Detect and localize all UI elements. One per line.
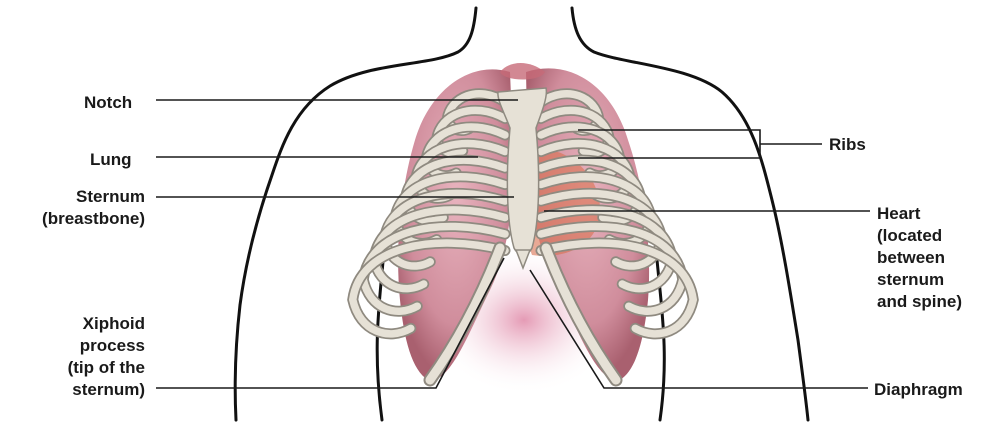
label-sternum: Sternum (breastbone) (9, 186, 145, 230)
label-ribs: Ribs (829, 134, 866, 156)
label-heart: Heart (located between sternum and spine… (877, 203, 962, 313)
label-notch: Notch (84, 92, 132, 114)
label-diaphragm: Diaphragm (874, 379, 963, 401)
label-xiphoid: Xiphoid process (tip of the sternum) (17, 313, 145, 401)
label-lung: Lung (90, 149, 132, 171)
top-vessels (500, 63, 545, 80)
